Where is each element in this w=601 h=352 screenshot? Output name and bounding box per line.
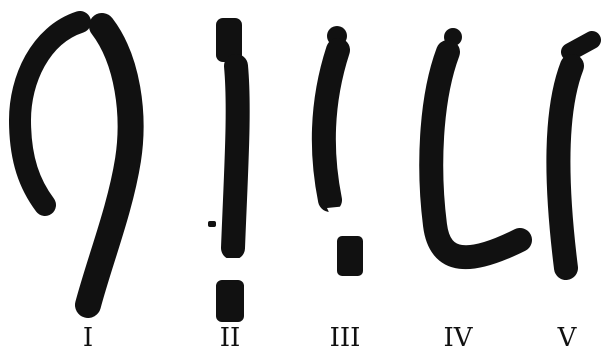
chromosome-3 <box>324 26 363 276</box>
chromosome-5 <box>558 40 592 268</box>
label-chromosome-3: III <box>330 323 361 352</box>
chromosome-4-long-arm <box>431 52 520 257</box>
label-chromosome-4: IV <box>443 323 473 352</box>
chromosome-2-side-spur <box>208 221 216 227</box>
chromosome-5-short-arm <box>570 40 592 52</box>
chromosome-1 <box>20 22 131 305</box>
chromosome-2-secondary-constriction <box>222 258 244 282</box>
chromosome-3-secondary-constriction <box>327 206 352 236</box>
label-chromosome-1: I <box>83 323 93 352</box>
chromosome-1-right-arm <box>88 26 131 305</box>
chromosome-5-long-arm <box>558 66 572 268</box>
chromosome-3-bottom-segment <box>337 236 363 276</box>
chromosome-2-bottom-segment <box>216 280 244 322</box>
chromosome-3-long-arm <box>324 50 338 200</box>
chromosome-1-left-arm <box>20 22 80 205</box>
chromosome-2 <box>208 18 244 322</box>
label-chromosome-2: II <box>220 323 241 352</box>
label-chromosome-5: V <box>557 323 578 352</box>
chromosome-4 <box>431 28 520 257</box>
chromosome-2-long-arm <box>233 66 238 248</box>
